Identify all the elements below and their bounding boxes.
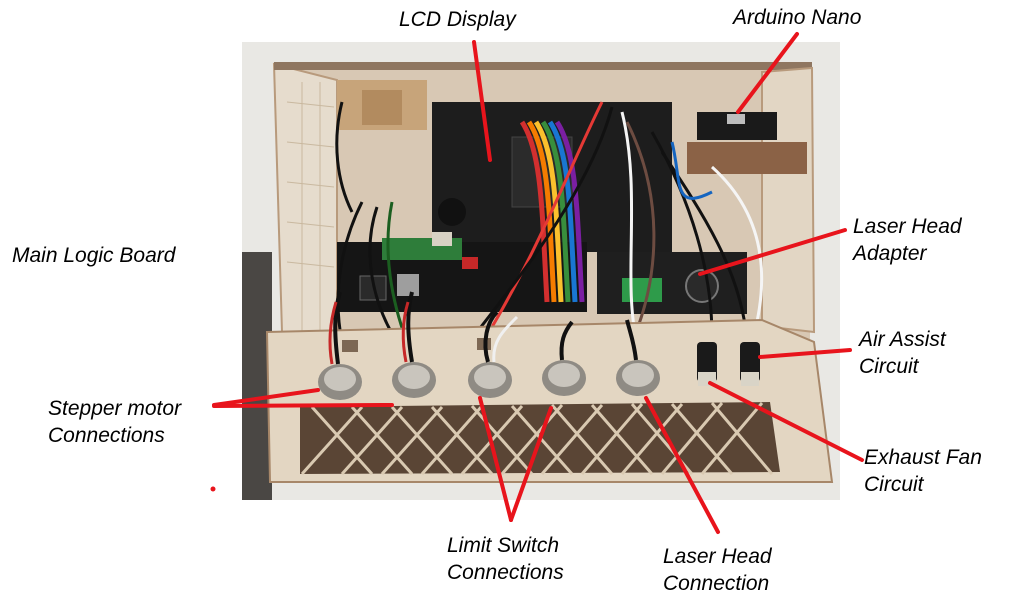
arduino-usb-port [727,114,745,124]
wires [335,101,764,343]
label-laser-head-connection-line1: Laser Head [663,545,772,568]
wire-left-red-2 [401,301,410,363]
right-wood-panel [761,66,816,334]
label-laser-head-connection-line2: Connection [663,572,770,595]
label-exhaust-fan-circuit: Exhaust Fan Circuit [864,444,982,498]
label-air-assist-line2: Circuit [859,355,919,378]
adapter-din-socket [685,269,719,303]
stray-red-dot [210,486,216,492]
label-air-assist-circuit: Air Assist Circuit [859,326,946,380]
connector-5 [616,360,660,396]
label-lcd-display: LCD Display [399,6,516,33]
label-limit-switch-line1: Limit Switch [447,534,560,557]
logic-board-connector [432,232,452,246]
connector-3 [468,362,512,398]
label-exhaust-fan-line2: Circuit [864,473,924,496]
lattice-vent [300,402,780,476]
aviation-connectors [318,342,760,400]
red-header [462,257,478,269]
label-lcd-display-text: LCD Display [399,8,516,31]
wire-left-red-1 [328,301,338,365]
label-air-assist-line1: Air Assist [859,328,946,351]
rear-module-inner [362,90,402,125]
label-limit-switch-connections: Limit Switch Connections [447,532,564,586]
label-arduino-nano: Arduino Nano [733,4,861,31]
adapter-green-terminal [622,278,662,302]
label-laser-head-adapter-line1: Laser Head [853,215,962,238]
label-limit-switch-line2: Connections [447,561,564,584]
label-laser-head-connection: Laser Head Connection [663,543,772,597]
usb-jack [397,274,419,296]
arduino-bracket [687,142,807,174]
connector-4 [542,360,586,396]
label-stepper-line2: Connections [48,424,165,447]
label-arduino-nano-text: Arduino Nano [733,6,862,29]
left-wood-panel [272,62,338,344]
connector-1 [318,364,362,400]
label-exhaust-fan-line1: Exhaust Fan [864,446,982,469]
connector-2 [392,362,436,398]
connector-cables [333,291,638,365]
lcd-buzzer [438,198,466,226]
left-panel-grid [286,82,335,334]
label-main-logic-board-text: Main Logic Board [12,244,176,267]
label-stepper-motor-connections: Stepper motor Connections [48,395,181,449]
label-stepper-line1: Stepper motor [48,397,182,420]
wire-limit-white [492,315,519,363]
box-top-edge [274,62,812,70]
enclosure-photo [242,42,840,500]
label-laser-head-adapter: Laser Head Adapter [853,213,962,267]
label-laser-head-adapter-line2: Adapter [853,242,927,265]
label-main-logic-board: Main Logic Board [12,242,175,269]
front-panel-square-hole-1 [342,340,358,352]
